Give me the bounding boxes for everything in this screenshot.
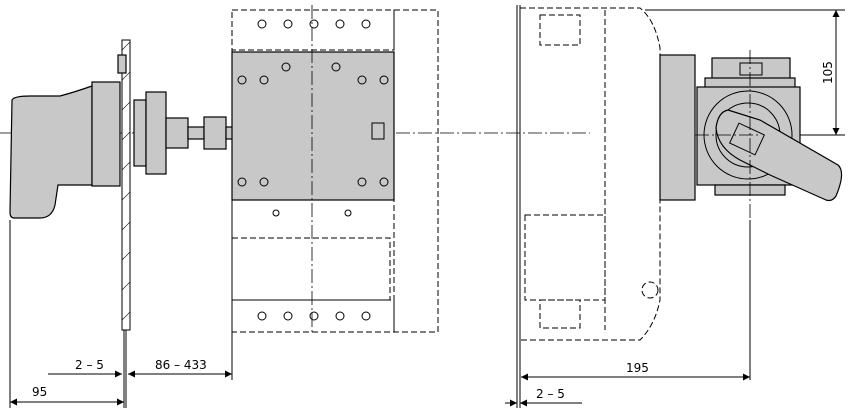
front-view xyxy=(516,5,843,408)
dim-height-to-axis: 105 xyxy=(821,61,835,84)
switch-body xyxy=(231,51,395,201)
mounting-panel xyxy=(121,39,131,331)
panel-clip xyxy=(117,54,127,74)
rotary-handle xyxy=(9,85,93,219)
dim-shaft-length: 86 – 433 xyxy=(155,358,207,372)
handle-lever xyxy=(715,109,843,202)
extension-shaft xyxy=(187,126,205,140)
side-view xyxy=(0,5,590,380)
shaft-coupler xyxy=(203,116,227,150)
dim-panel-gap-left: 2 – 5 xyxy=(75,358,104,372)
switch-side xyxy=(659,54,696,201)
dim-handle-depth: 95 xyxy=(32,385,47,399)
handle-flange xyxy=(91,81,121,187)
left-dimensions: 2 – 5 86 – 433 95 xyxy=(9,220,232,408)
coupling-plate xyxy=(133,99,147,167)
dim-depth: 195 xyxy=(626,361,649,375)
shaft-adapter xyxy=(165,117,189,149)
dim-panel-gap-right: 2 – 5 xyxy=(536,387,565,401)
right-dimensions: 105 195 2 – 5 xyxy=(505,9,845,407)
top-clip xyxy=(711,57,791,81)
coupling xyxy=(145,91,167,175)
